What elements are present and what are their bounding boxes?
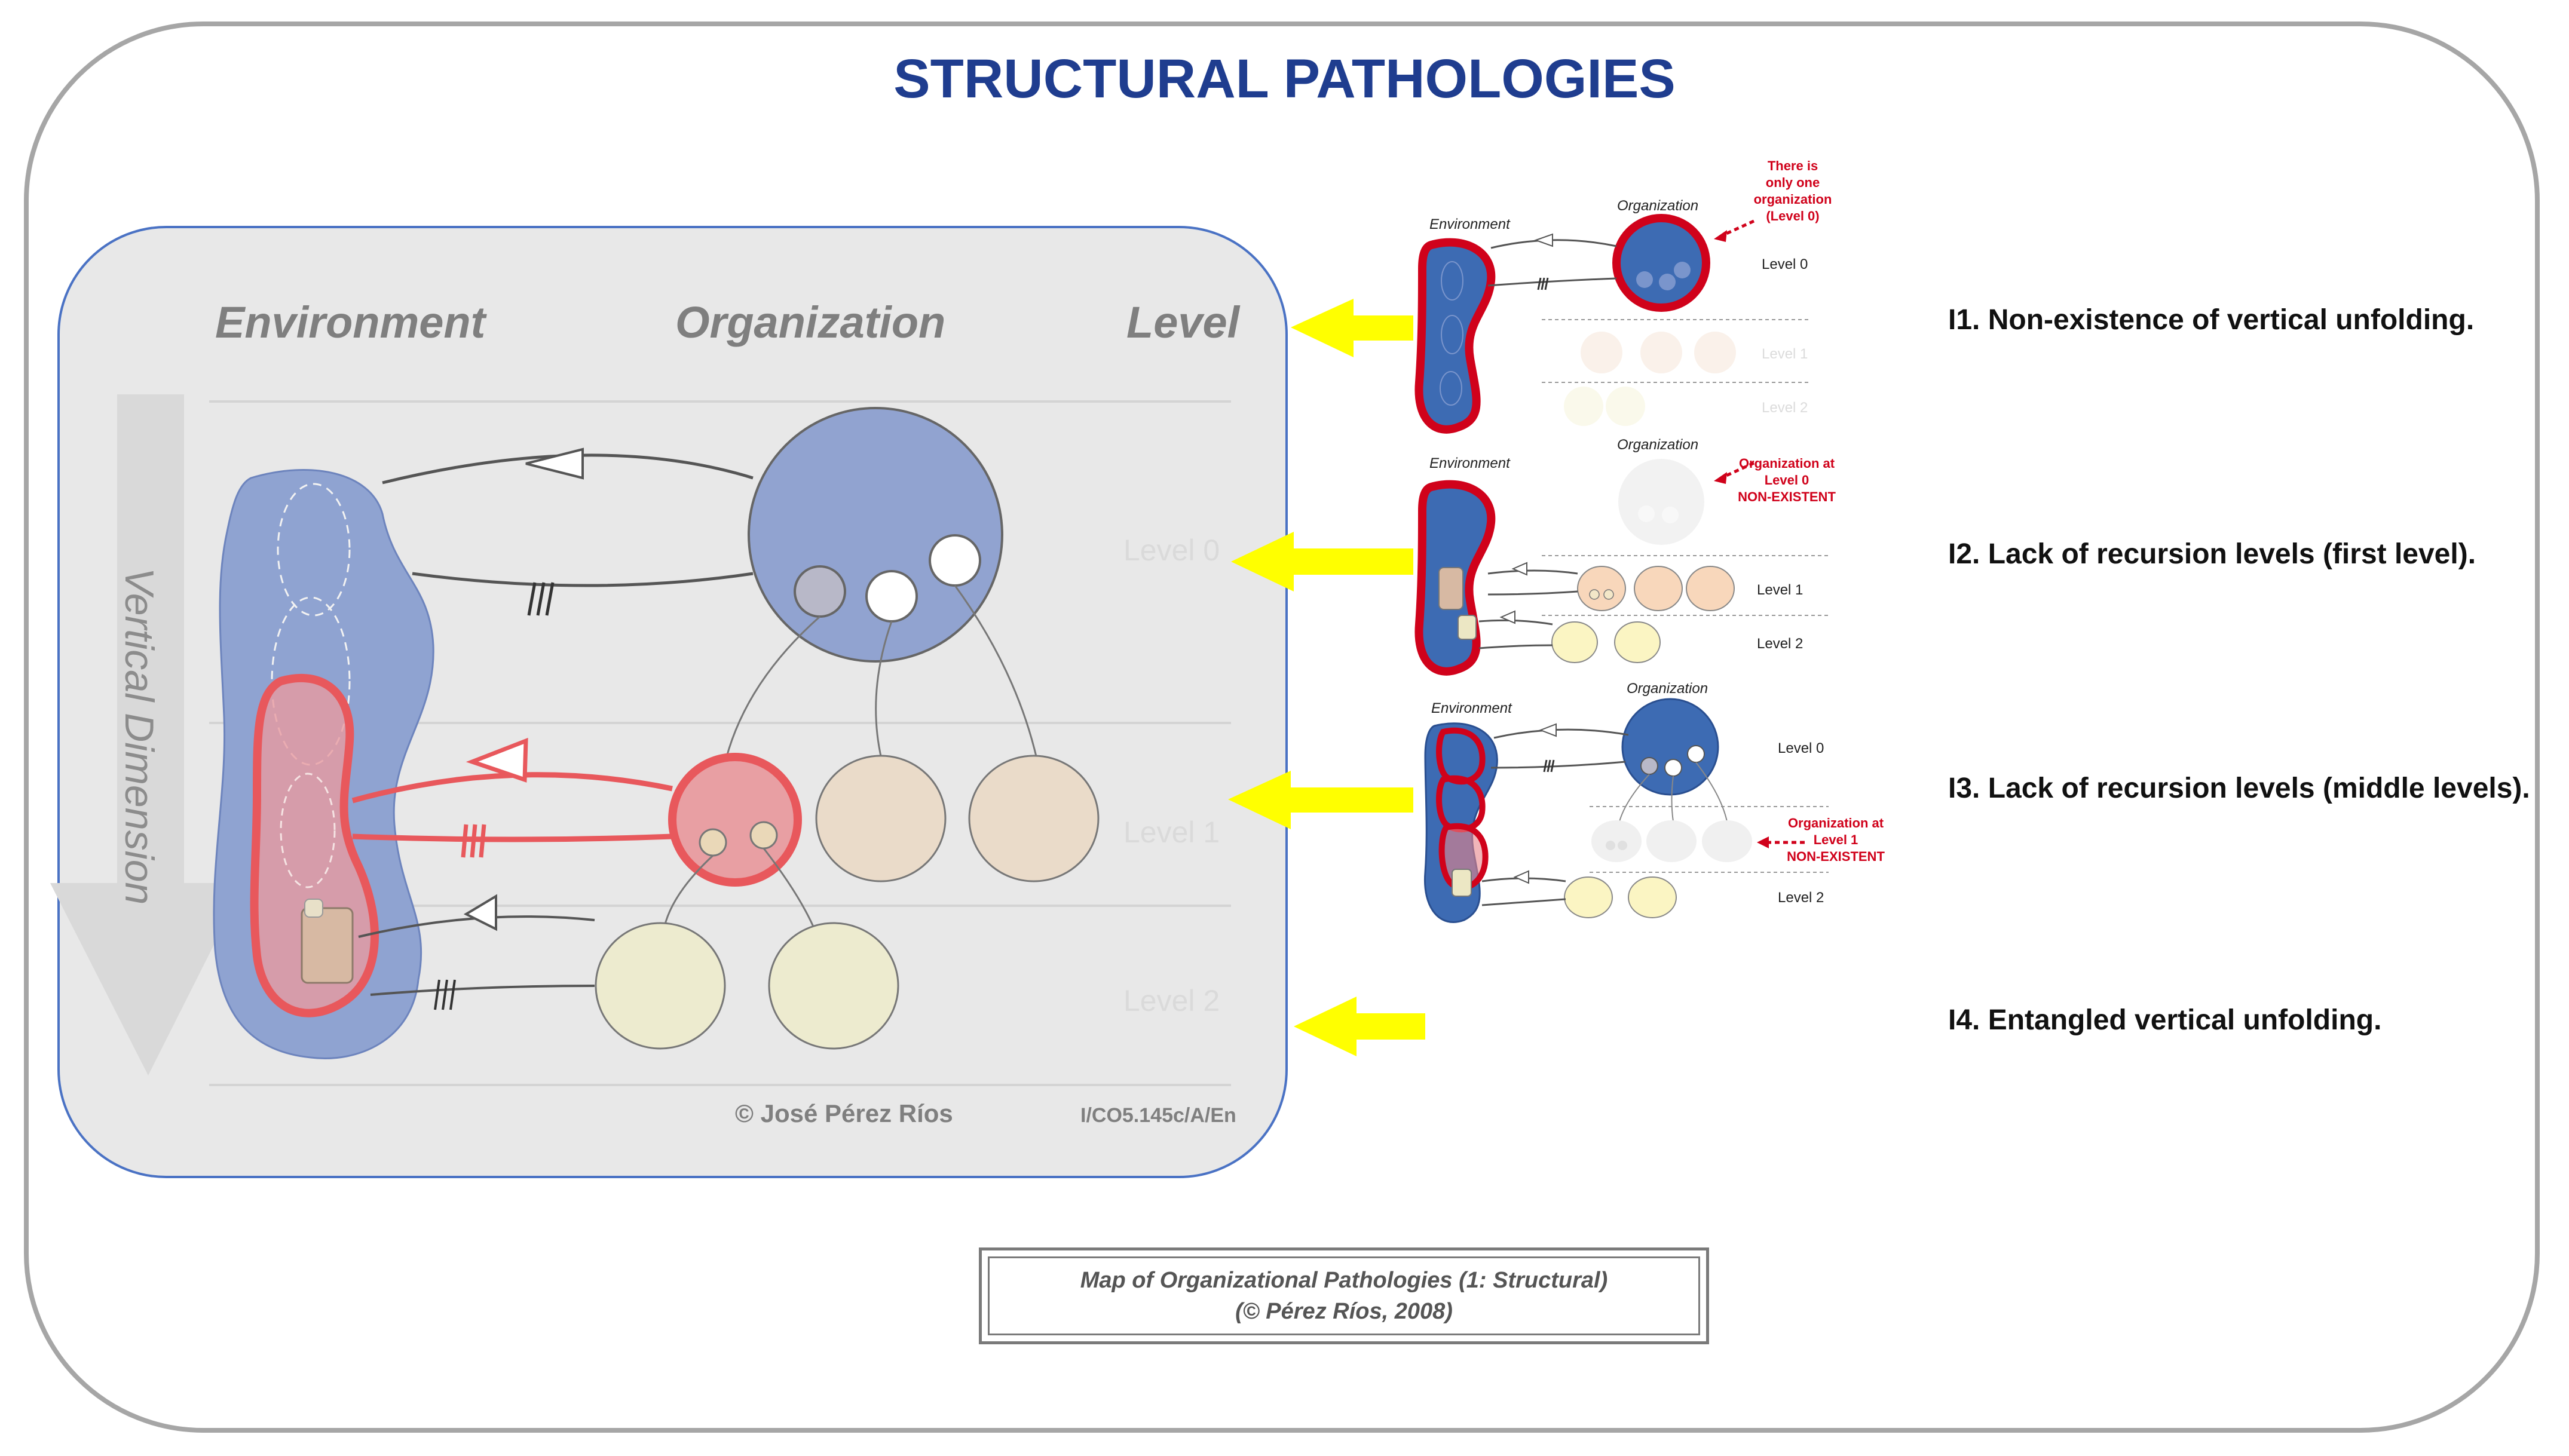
pathology-i2: I2. Lack of recursion levels (first leve… bbox=[1948, 538, 2476, 570]
thumb1-level-2: Level 2 bbox=[1762, 400, 1808, 416]
thumb1-note-3: organization bbox=[1754, 192, 1832, 207]
arrow-i3 bbox=[1228, 771, 1413, 829]
level2-label: Level 2 bbox=[1123, 984, 1220, 1017]
thumb2-env-label: Environment bbox=[1429, 455, 1511, 471]
org-level1-red-circle bbox=[668, 753, 802, 887]
vertical-dimension-arrow bbox=[50, 394, 245, 1075]
thumb1-env-label: Environment bbox=[1429, 216, 1511, 232]
thumb3-note-3: NON-EXISTENT bbox=[1787, 849, 1885, 864]
thumb3-org-label: Organization bbox=[1627, 681, 1708, 697]
thumbnail-i1 bbox=[1414, 214, 1811, 434]
level1-label: Level 1 bbox=[1123, 816, 1220, 849]
org-level0-circle bbox=[748, 407, 1003, 663]
thumb2-level-1: Level 1 bbox=[1757, 582, 1803, 598]
diagram-code: I/CO5.145c/A/En bbox=[1080, 1104, 1236, 1127]
thumb1-level-0: Level 0 bbox=[1762, 256, 1808, 272]
thumb3-level-2: Level 2 bbox=[1778, 890, 1824, 906]
arrow-i2 bbox=[1231, 532, 1413, 591]
thumb1-note-1: There is bbox=[1768, 158, 1818, 173]
thumb2-level-2: Level 2 bbox=[1757, 636, 1803, 652]
caption-line2: (© Pérez Ríos, 2008) bbox=[1235, 1299, 1453, 1324]
arrow-i1 bbox=[1291, 299, 1413, 357]
thumb3-note-1: Organization at bbox=[1788, 816, 1884, 830]
arrow-i4 bbox=[1294, 997, 1425, 1056]
level-heading: Level bbox=[1126, 298, 1241, 347]
caption-box: Map of Organizational Pathologies (1: St… bbox=[979, 1247, 1709, 1344]
thumb2-note-2: Level 0 bbox=[1765, 473, 1809, 488]
thumb3-note-2: Level 1 bbox=[1814, 832, 1858, 847]
level0-label: Level 0 bbox=[1123, 534, 1220, 567]
env-heading: Environment bbox=[215, 298, 488, 347]
thumb2-note-3: NON-EXISTENT bbox=[1738, 489, 1836, 504]
copyright-label: © José Pérez Ríos bbox=[735, 1099, 953, 1127]
thumb1-note-2: only one bbox=[1766, 175, 1820, 190]
caption-inner: Map of Organizational Pathologies (1: St… bbox=[988, 1256, 1700, 1335]
pathology-i3: I3. Lack of recursion levels (middle lev… bbox=[1948, 773, 2530, 804]
thumbnail-i3 bbox=[1423, 698, 1829, 923]
org-heading: Organization bbox=[675, 298, 945, 347]
thumb3-level-0: Level 0 bbox=[1778, 740, 1824, 756]
thumb1-org-label: Organization bbox=[1617, 198, 1698, 214]
thumbnail-i2 bbox=[1414, 459, 1829, 676]
page-title: STRUCTURAL PATHOLOGIES bbox=[893, 48, 1676, 109]
thumb1-level-1: Level 1 bbox=[1762, 346, 1808, 362]
pathology-i4: I4. Entangled vertical unfolding. bbox=[1948, 1004, 2382, 1036]
thumb2-org-label: Organization bbox=[1617, 437, 1698, 453]
caption-line1: Map of Organizational Pathologies (1: St… bbox=[1080, 1268, 1608, 1293]
vertical-dimension-label: Vertical Dimension bbox=[117, 568, 162, 905]
thumb3-env-label: Environment bbox=[1431, 700, 1512, 716]
pointer-arrows bbox=[1228, 299, 1425, 1056]
main-diagram-panel bbox=[50, 226, 1288, 1178]
pathology-i1: I1. Non-existence of vertical unfolding. bbox=[1948, 304, 2475, 336]
thumb1-note-4: (Level 0) bbox=[1766, 209, 1819, 223]
thumb2-note-1: Organization at bbox=[1739, 456, 1835, 471]
